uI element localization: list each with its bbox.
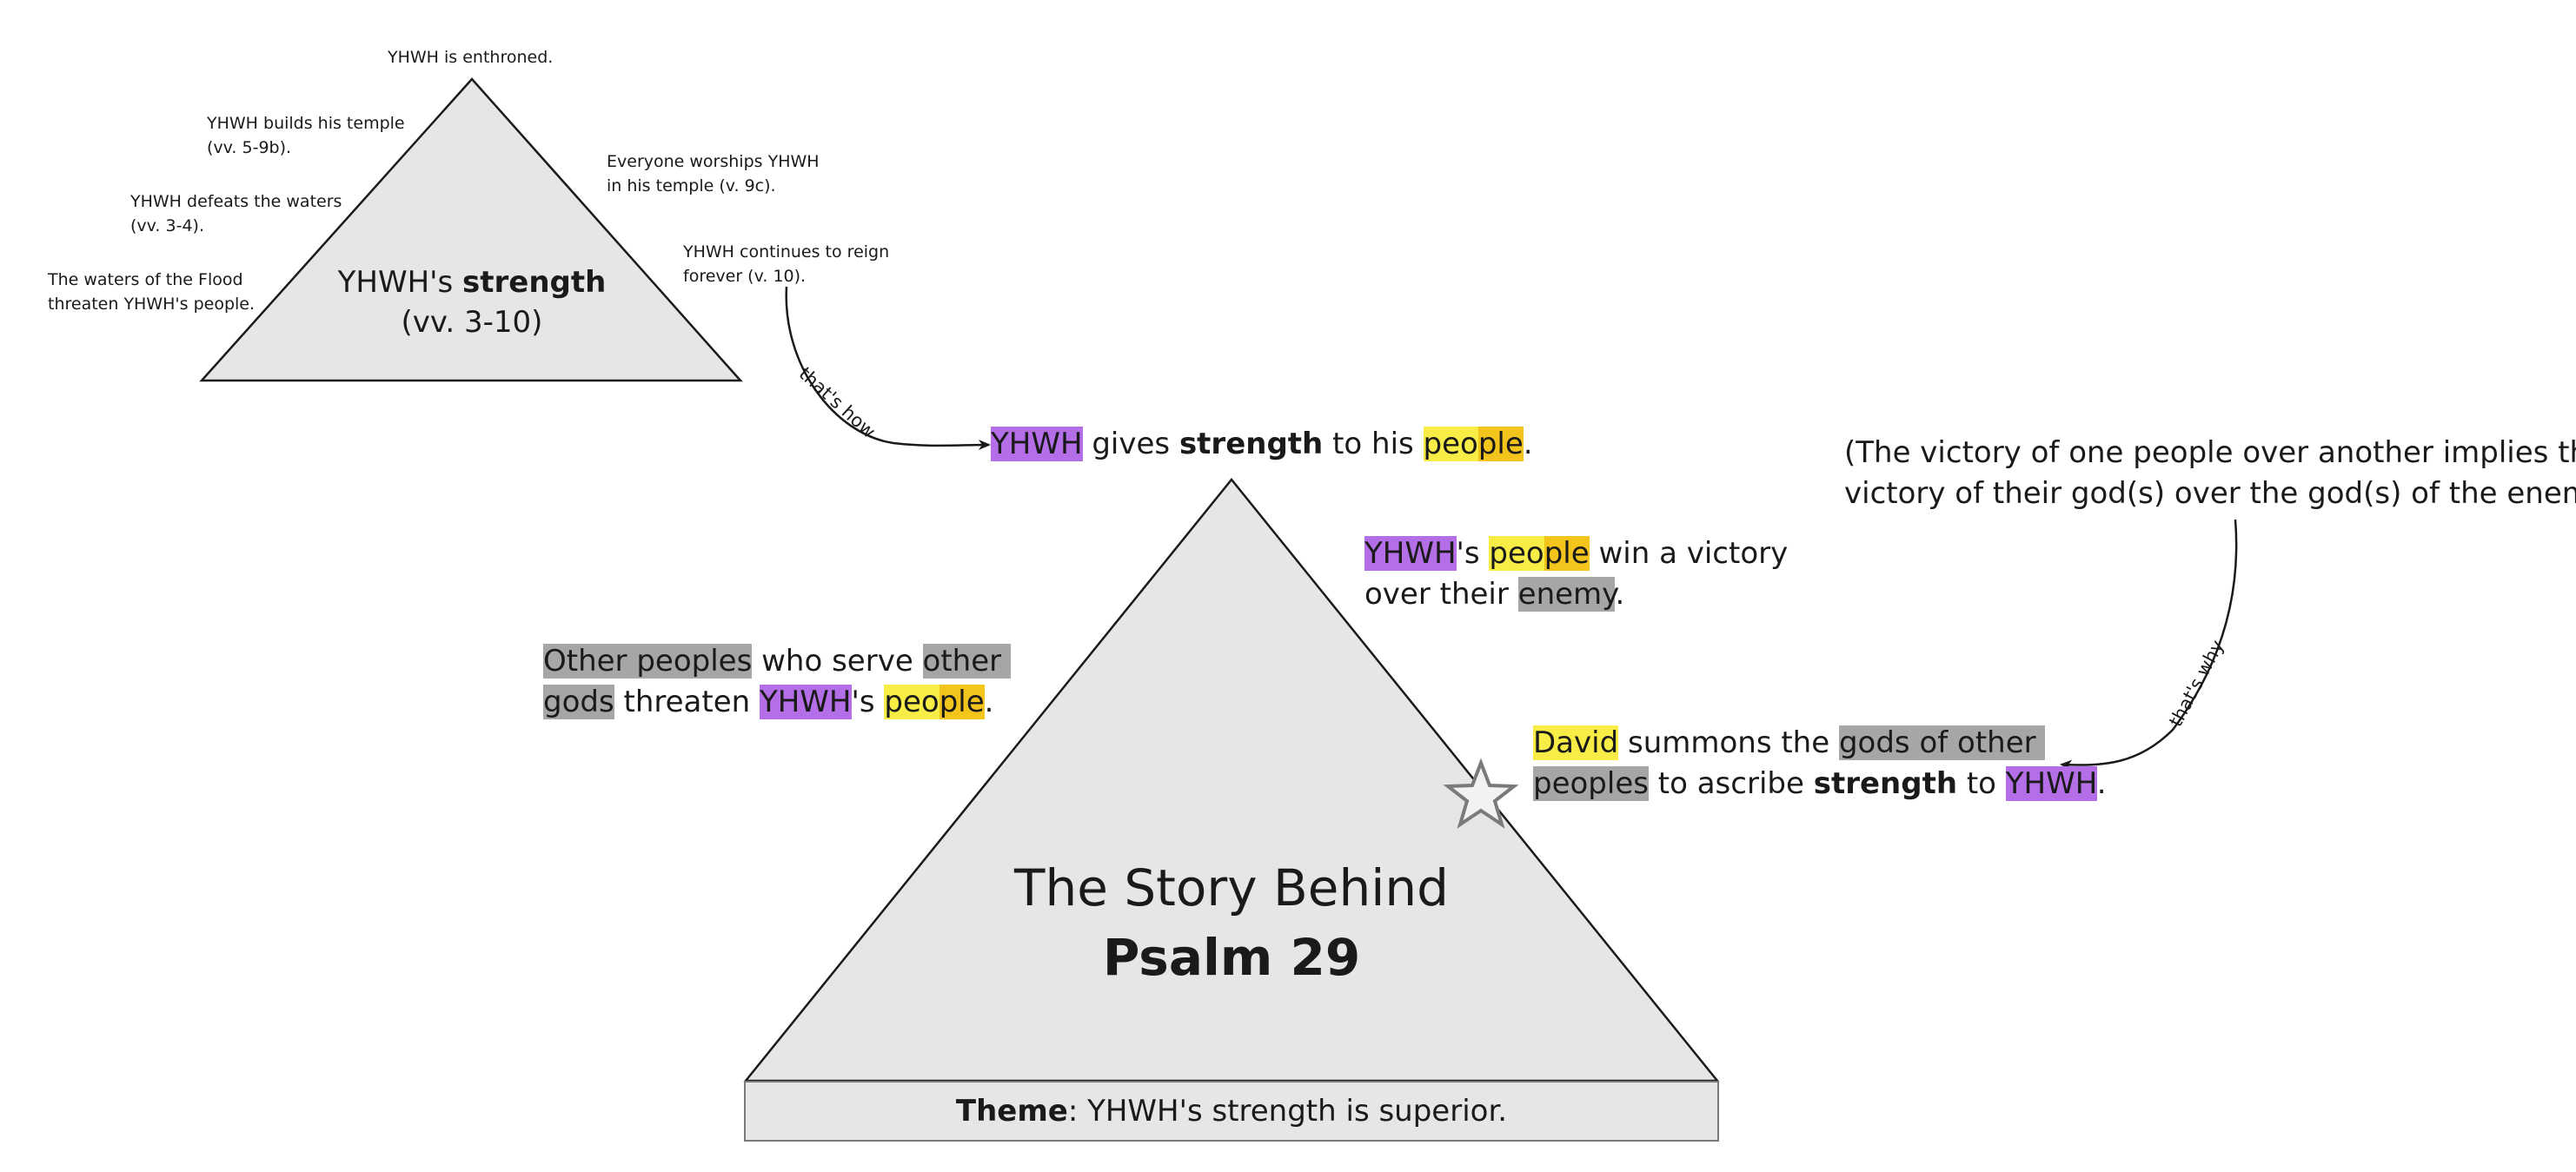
label-builds-temple: YHWH builds his temple (vv. 5-9b). bbox=[207, 111, 405, 160]
label-line: YHWH continues to reign bbox=[683, 242, 890, 262]
text: to bbox=[1957, 766, 2006, 801]
yhwh-highlight: YHWH bbox=[759, 685, 852, 719]
note-line: victory of their god(s) over the god(s) … bbox=[1844, 476, 2576, 511]
main-title-line1: The Story Behind bbox=[1014, 858, 1449, 917]
small-triangle-title: YHWH's strength (vv. 3-10) bbox=[298, 262, 646, 342]
label-flood: The waters of the Flood threaten YHWH's … bbox=[48, 268, 255, 316]
label-line: (vv. 3-4). bbox=[130, 216, 204, 235]
peak-statement: YHWH gives strength to his people. bbox=[991, 424, 1533, 465]
other-highlight: Other peoples bbox=[543, 644, 753, 679]
title-bold: strength bbox=[462, 265, 607, 300]
main-title: The Story Behind Psalm 29 bbox=[884, 853, 1579, 992]
text: 's bbox=[851, 685, 885, 719]
label-reigns: YHWH continues to reign forever (v. 10). bbox=[683, 240, 889, 288]
other-highlight: gods bbox=[543, 685, 614, 719]
yhwh-highlight: YHWH bbox=[1364, 536, 1457, 571]
thats-why-label: that's why bbox=[2165, 637, 2227, 730]
thats-why-arrow bbox=[2060, 519, 2238, 771]
theme-text: : YHWH's strength is superior. bbox=[1067, 1094, 1508, 1129]
strength-bold: strength bbox=[1178, 427, 1324, 461]
label-line: The waters of the Flood bbox=[48, 270, 243, 289]
label-line: YHWH builds his temple bbox=[207, 114, 405, 133]
people-highlight-orange: ple bbox=[1544, 536, 1590, 571]
star-icon bbox=[1443, 758, 1519, 829]
label-line: YHWH defeats the waters bbox=[130, 192, 342, 211]
text: to ascribe bbox=[1648, 766, 1814, 801]
text: win a victory bbox=[1589, 536, 1789, 571]
label-line: in his temple (v. 9c). bbox=[607, 176, 776, 195]
label-line: Everyone worships YHWH bbox=[607, 152, 820, 171]
yhwh-highlight: YHWH bbox=[991, 427, 1083, 461]
other-highlight: gods of other bbox=[1838, 725, 2036, 760]
note-line: (The victory of one people over another … bbox=[1844, 435, 2576, 470]
text: . bbox=[1523, 427, 1533, 461]
other-highlight: other bbox=[922, 644, 1002, 679]
victory-statement: YHWH's people win a victory over their e… bbox=[1364, 533, 1788, 615]
text: threaten bbox=[614, 685, 760, 719]
people-highlight-yellow: peo bbox=[1423, 427, 1478, 461]
other-highlight: peoples bbox=[1533, 766, 1649, 801]
david-statement: David summons the gods of other peoples … bbox=[1533, 723, 2107, 805]
thats-how-arrow bbox=[785, 286, 991, 451]
label-line: forever (v. 10). bbox=[683, 267, 807, 286]
label-line: threaten YHWH's people. bbox=[48, 295, 256, 314]
small-triangle bbox=[199, 77, 743, 382]
text: to his bbox=[1323, 427, 1424, 461]
text: gives bbox=[1082, 427, 1179, 461]
theme-label: Theme bbox=[955, 1094, 1068, 1129]
label-worships: Everyone worships YHWH in his temple (v.… bbox=[607, 149, 820, 198]
people-highlight-yellow: peo bbox=[884, 685, 939, 719]
people-highlight-yellow: peo bbox=[1489, 536, 1544, 571]
people-highlight-orange: ple bbox=[1477, 427, 1524, 461]
victory-note: (The victory of one people over another … bbox=[1844, 433, 2576, 514]
label-defeats-waters: YHWH defeats the waters (vv. 3-4). bbox=[130, 189, 342, 238]
thats-how-label: that's how bbox=[795, 363, 880, 442]
main-title-line2: Psalm 29 bbox=[1102, 928, 1361, 987]
text: over their bbox=[1364, 577, 1518, 612]
strength-bold: strength bbox=[1813, 766, 1958, 801]
text: . bbox=[1615, 577, 1625, 612]
enemy-highlight: enemy bbox=[1517, 577, 1616, 612]
text: summons the bbox=[1618, 725, 1839, 760]
yhwh-highlight: YHWH bbox=[2005, 766, 2097, 801]
title-prefix: YHWH's bbox=[337, 265, 463, 300]
text: . bbox=[2096, 766, 2107, 801]
label-enthroned: YHWH is enthroned. bbox=[388, 45, 553, 70]
david-highlight: David bbox=[1533, 725, 1619, 760]
text: 's bbox=[1456, 536, 1490, 571]
other-peoples-statement: Other peoples who serve other gods threa… bbox=[543, 641, 1011, 723]
text: who serve bbox=[752, 644, 923, 679]
text: . bbox=[984, 685, 994, 719]
label-text: YHWH is enthroned. bbox=[388, 48, 554, 67]
people-highlight-orange: ple bbox=[939, 685, 985, 719]
theme-bar: Theme: YHWH's strength is superior. bbox=[744, 1081, 1719, 1142]
title-verses: (vv. 3-10) bbox=[401, 305, 543, 340]
label-line: (vv. 5-9b). bbox=[207, 138, 292, 157]
